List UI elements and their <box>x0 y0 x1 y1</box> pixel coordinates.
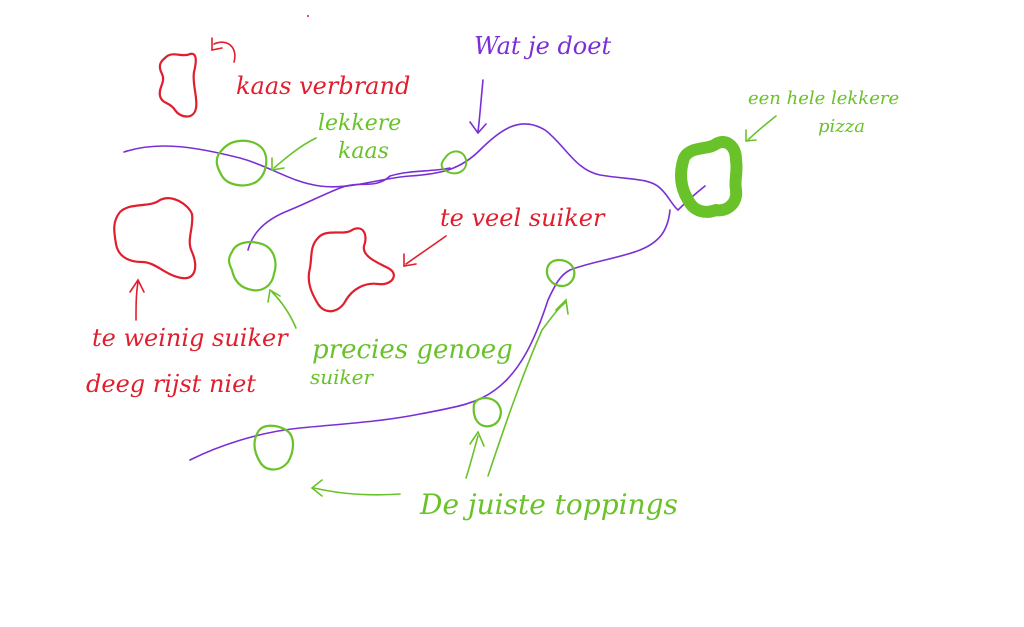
arrow-left-icon <box>271 137 317 171</box>
arrow-left-icon <box>745 115 777 142</box>
right-sugar-pizza <box>227 241 277 292</box>
final-pizza <box>675 136 743 218</box>
label-de-juiste-toppings: De juiste toppings <box>419 488 678 521</box>
topping-pizza-2 <box>472 396 502 428</box>
arrow-up-icon <box>129 278 145 321</box>
too-little-sugar-pizza <box>113 197 197 280</box>
arrow-up-icon <box>465 430 485 479</box>
path-bottom <box>189 209 671 461</box>
small-green-pizza <box>440 150 468 175</box>
arrow-left-icon <box>211 37 236 63</box>
label-te-veel-suiker: te veel suiker <box>440 204 606 232</box>
arrow-up-icon <box>487 298 569 477</box>
label-deeg-rijst-niet: deeg rijst niet <box>86 370 256 398</box>
path-middle <box>247 167 451 251</box>
good-cheese-pizza <box>215 139 268 187</box>
label-een-hele-lekkere: een hele lekkere <box>748 88 899 109</box>
topping-pizza-3 <box>545 258 576 288</box>
topping-pizza-1 <box>253 424 295 471</box>
burnt-cheese-pizza <box>158 52 198 118</box>
arrow-left-icon <box>403 235 447 267</box>
label-wat-je-doet: Wat je doet <box>474 32 611 60</box>
label-lekkere: lekkere <box>318 111 401 136</box>
path-top <box>123 123 706 212</box>
arrow-up-icon <box>267 288 297 329</box>
label-pizza: pizza <box>818 116 865 137</box>
label-kaas-verbrand: kaas verbrand <box>236 72 410 100</box>
stray-dot <box>307 15 309 17</box>
too-much-sugar-pizza <box>307 227 395 313</box>
arrow-down-icon <box>469 79 487 135</box>
label-te-weinig-suiker: te weinig suiker <box>92 324 289 352</box>
label-suiker: suiker <box>310 365 374 389</box>
label-kaas: kaas <box>338 139 389 164</box>
arrow-left-icon <box>310 479 401 497</box>
label-precies-genoeg: precies genoeg <box>312 335 513 365</box>
